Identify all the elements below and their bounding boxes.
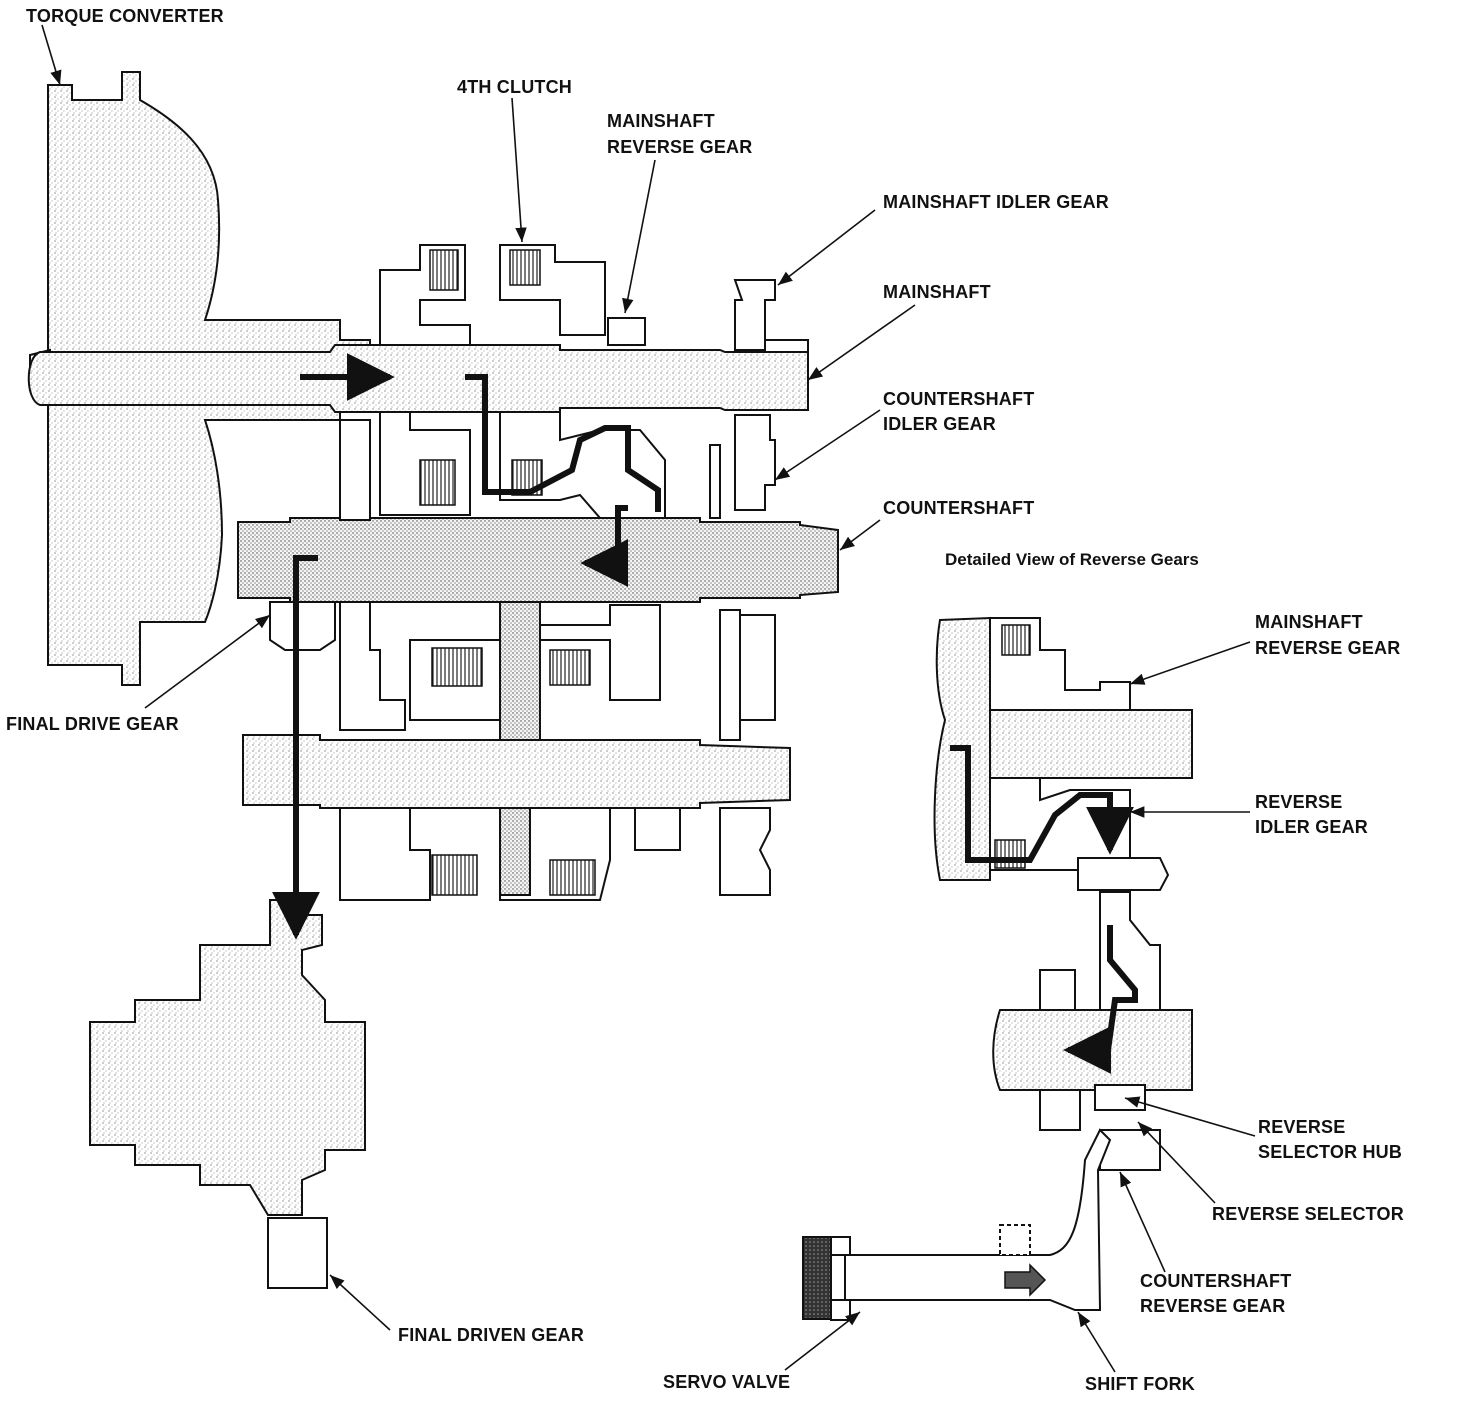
label-mainshaft: MAINSHAFT	[883, 282, 991, 302]
shift-fork-assembly	[802, 1128, 1112, 1321]
lower-gear-cluster	[339, 601, 776, 741]
label-shift-fork: SHIFT FORK	[1085, 1374, 1195, 1394]
label-mainshaft-reverse-gear-line1: MAINSHAFT	[607, 111, 715, 131]
lower-shaft	[242, 734, 791, 809]
bottom-gear-cluster	[339, 807, 771, 901]
label-countershaft-reverse-gear-line2: REVERSE GEAR	[1140, 1296, 1285, 1316]
countershaft	[237, 517, 839, 603]
label-mainshaft-idler-gear: MAINSHAFT IDLER GEAR	[883, 192, 1109, 212]
power-flow-path	[272, 353, 1138, 1297]
label-countershaft-idler-gear-line2: IDLER GEAR	[883, 414, 996, 434]
label-countershaft-reverse-gear-line1: COUNTERSHAFT	[1140, 1271, 1291, 1291]
label-reverse-selector: REVERSE SELECTOR	[1212, 1204, 1404, 1224]
servo-valve	[802, 1236, 832, 1320]
label-torque-converter: TORQUE CONVERTER	[26, 6, 224, 26]
label-final-driven-gear: FINAL DRIVEN GEAR	[398, 1325, 584, 1345]
label-servo-valve: SERVO VALVE	[663, 1372, 790, 1392]
reverse-gears-detail	[933, 616, 1193, 1171]
label-reverse-idler-gear-line2: IDLER GEAR	[1255, 817, 1368, 837]
label-countershaft: COUNTERSHAFT	[883, 498, 1034, 518]
labels: TORQUE CONVERTER 4TH CLUTCH MAINSHAFT RE…	[6, 6, 1404, 1394]
detailed-view-title: Detailed View of Reverse Gears	[945, 550, 1199, 569]
label-4th-clutch: 4TH CLUTCH	[457, 77, 572, 97]
upper-gear-cluster	[379, 244, 809, 353]
label-countershaft-idler-gear-line1: COUNTERSHAFT	[883, 389, 1034, 409]
label-reverse-idler-gear-line1: REVERSE	[1255, 792, 1342, 812]
shift-direction-arrow	[1004, 1263, 1047, 1297]
label-reverse-selector-hub-line2: SELECTOR HUB	[1258, 1142, 1402, 1162]
leader-lines	[41, 24, 1256, 1373]
label-final-drive-gear: FINAL DRIVE GEAR	[6, 714, 179, 734]
differential	[89, 899, 366, 1289]
label-detail-mainshaft-reverse-gear-line1: MAINSHAFT	[1255, 612, 1363, 632]
label-detail-mainshaft-reverse-gear-line2: REVERSE GEAR	[1255, 638, 1400, 658]
middle-gear-cluster	[339, 411, 776, 521]
final-drive-gear	[269, 601, 336, 651]
label-mainshaft-reverse-gear-line2: REVERSE GEAR	[607, 137, 752, 157]
label-reverse-selector-hub-line1: REVERSE	[1258, 1117, 1345, 1137]
mainshaft	[27, 344, 809, 413]
